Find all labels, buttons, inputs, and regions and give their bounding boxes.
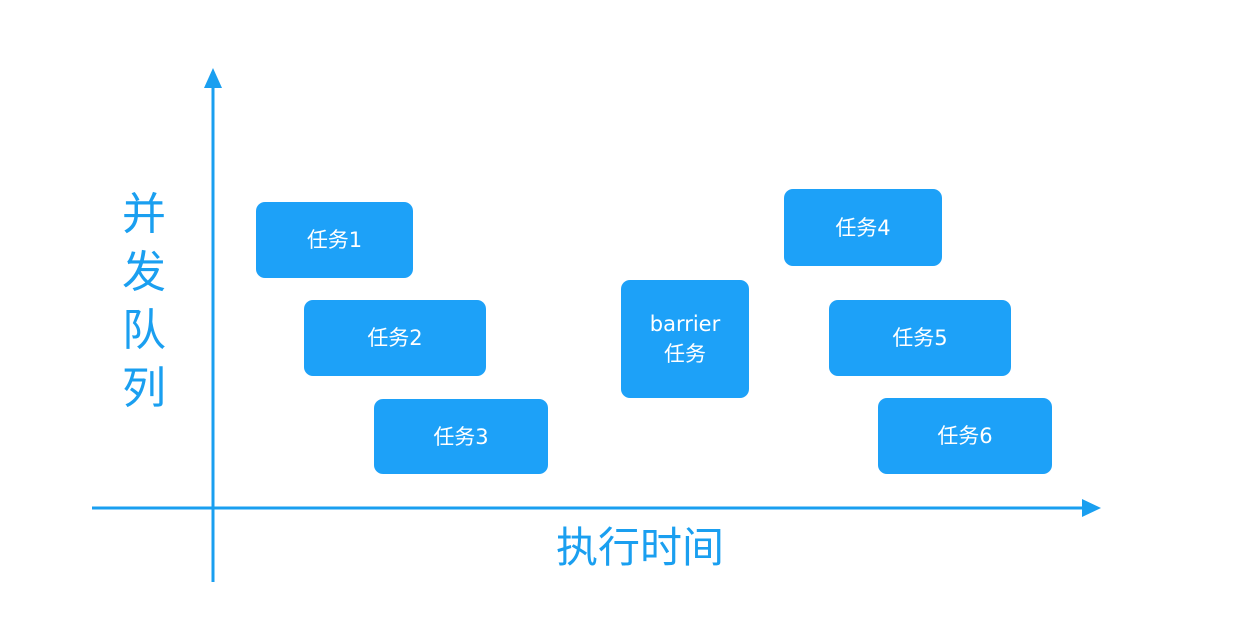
y-axis-arrowhead	[204, 68, 222, 88]
x-axis-arrowhead	[1082, 499, 1101, 517]
task-box-6: 任务6	[878, 398, 1052, 474]
task-box-4: 任务4	[784, 189, 942, 266]
task-box-2: 任务2	[304, 300, 486, 376]
task-box-5: 任务5	[829, 300, 1011, 376]
task-box-3: 任务3	[374, 399, 548, 474]
task-box-1: 任务1	[256, 202, 413, 278]
x-axis-label: 执行时间	[555, 523, 724, 572]
barrier-task-box: barrier 任务	[621, 280, 749, 398]
y-axis-label: 并 发 队 列	[122, 189, 166, 414]
